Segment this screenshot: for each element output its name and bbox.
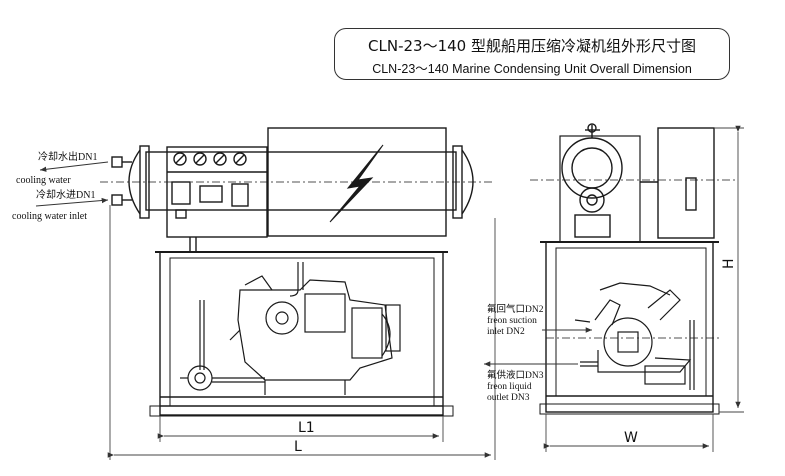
- left-labels: 冷却水出DN1 cooling water 冷却水进DN1 cooling wa…: [12, 150, 97, 222]
- label-suction-en1: freon suction: [487, 315, 537, 326]
- label-liquid-en1: freon liquid: [487, 381, 532, 392]
- label-liquid-cn: 氟供液口DN3: [487, 369, 544, 381]
- condenser-end-upper: [561, 137, 623, 199]
- front-view: [100, 127, 495, 417]
- leader-lines: [35, 161, 592, 367]
- title-box: CLN-23～140 型舰船用压缩冷凝机组外形尺寸图 CLN-23～140 Ma…: [334, 28, 730, 80]
- side-compressor: [574, 282, 695, 390]
- side-view: [530, 123, 735, 415]
- front-compressor: [229, 262, 401, 395]
- label-water-out-cn: 冷却水出DN1: [38, 150, 97, 163]
- label-water-in-en: cooling water inlet: [12, 211, 87, 222]
- right-labels: 氟回气口DN2 freon suction inlet DN2 氟供液口DN3 …: [487, 303, 544, 403]
- dim-label-l: L: [294, 439, 302, 455]
- label-water-in-cn: 冷却水进DN1: [36, 188, 95, 201]
- title-english: CLN-23～140 Marine Condensing Unit Overal…: [372, 62, 692, 76]
- lightning-icon: [329, 144, 384, 223]
- control-box: [166, 146, 268, 238]
- dim-label-h: H: [721, 258, 737, 269]
- label-suction-cn: 氟回气口DN2: [487, 303, 544, 315]
- dim-label-l1: L1: [298, 420, 315, 436]
- label-water-out-en: cooling water: [16, 175, 71, 186]
- title-chinese: CLN-23～140 型舰船用压缩冷凝机组外形尺寸图: [368, 37, 696, 55]
- front-receiver: [180, 300, 265, 391]
- dimension-lines: [107, 125, 744, 460]
- condenser-shell: [145, 151, 457, 211]
- label-suction-en2: inlet DN2: [487, 327, 525, 337]
- label-liquid-en2: outlet DN3: [487, 393, 530, 403]
- dimension-labels: L1 L W H: [294, 258, 737, 455]
- dim-label-w: W: [624, 430, 638, 446]
- side-base-frame: [545, 241, 714, 413]
